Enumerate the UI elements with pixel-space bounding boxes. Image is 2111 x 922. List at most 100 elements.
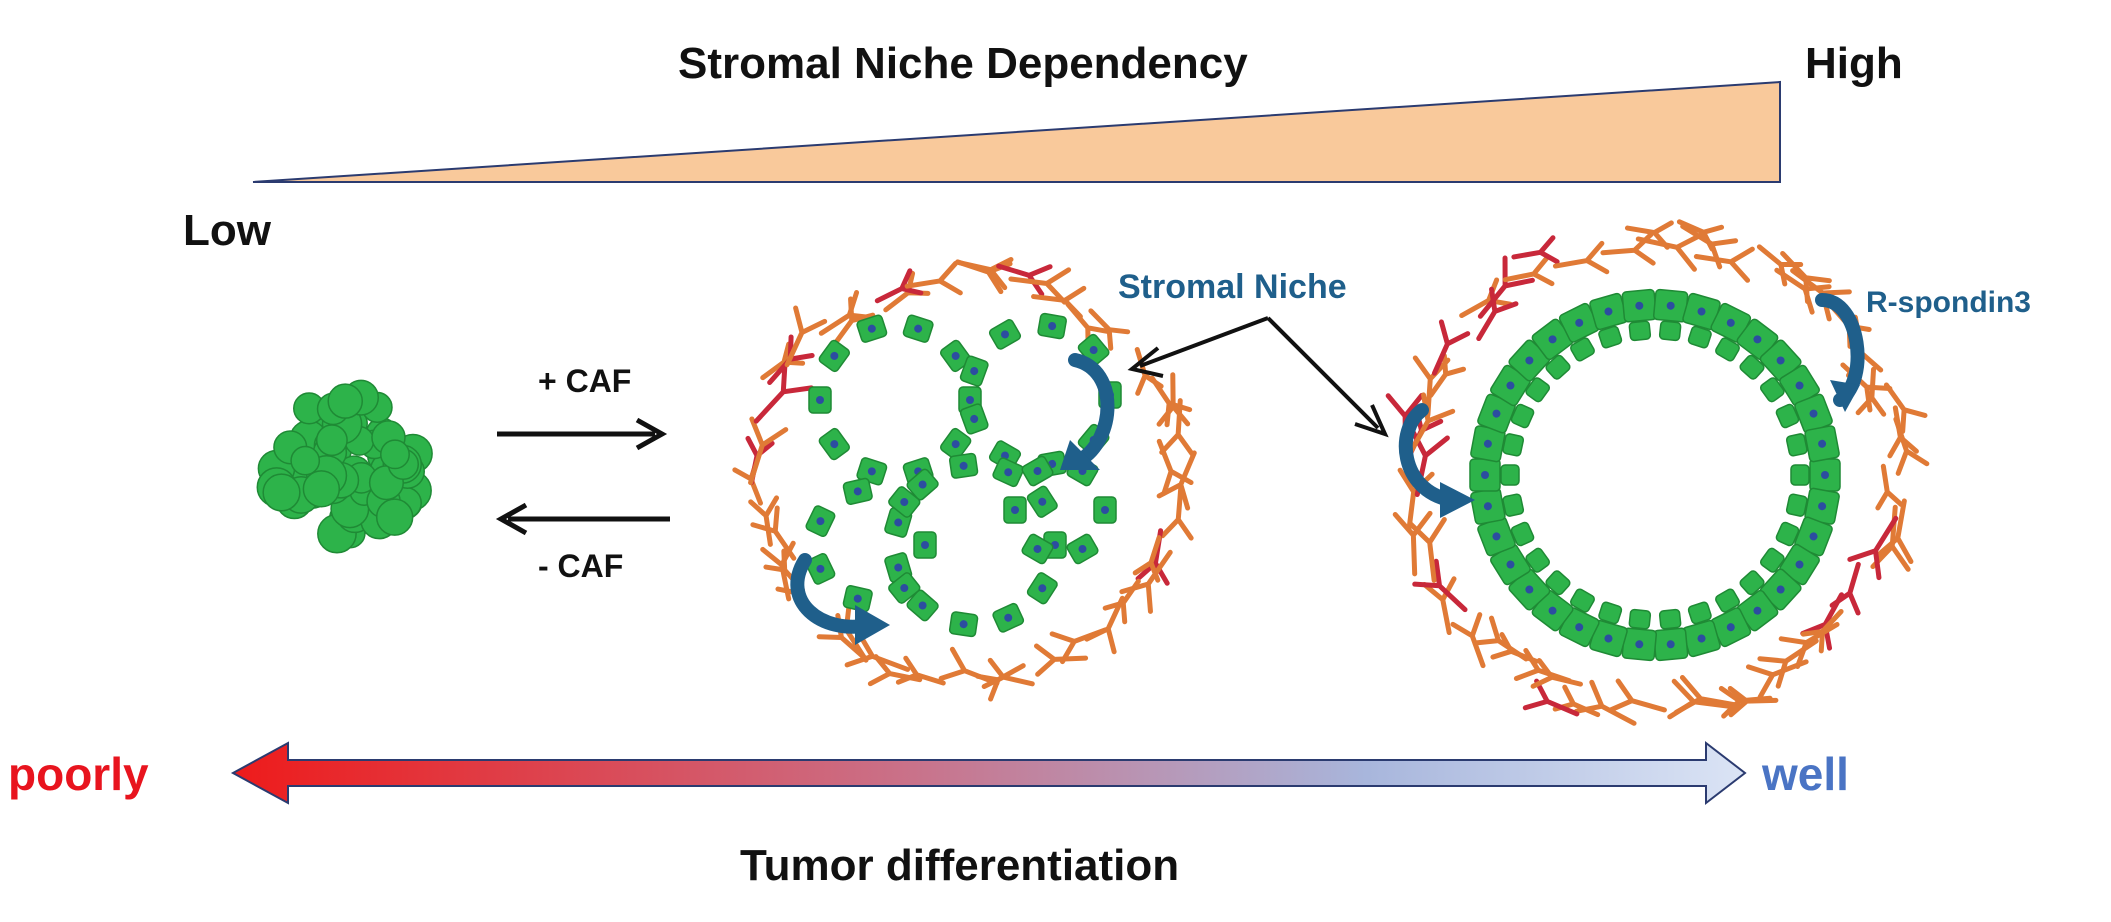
caf-cell-icon (1102, 578, 1141, 625)
epithelial-cell (1739, 570, 1765, 596)
epithelial-cell (1093, 496, 1117, 524)
epithelial-cell (1775, 521, 1800, 547)
caf-cell-icon (1607, 678, 1667, 713)
epithelial-cell (1715, 337, 1740, 362)
epithelial-cell (1687, 325, 1712, 349)
caf-cell-icon (1757, 638, 1819, 689)
epithelial-cell (939, 339, 972, 373)
epithelial-cell (1652, 627, 1689, 662)
epithelial-cell (1021, 533, 1054, 565)
epithelial-cell (1470, 425, 1506, 463)
caf-cell-icon (1693, 246, 1755, 283)
caf-cell-icon (1156, 372, 1191, 427)
epithelial-cell (1779, 364, 1820, 407)
epithelial-cell (1026, 572, 1058, 605)
epithelial-cell (939, 427, 972, 461)
epithelial-cell (906, 589, 939, 622)
caf-cell-icon (1084, 595, 1125, 655)
epithelial-cell (1531, 589, 1574, 632)
caf-cell-icon (996, 263, 1053, 297)
curved-signal-arrow-icon (1068, 353, 1115, 467)
epithelial-cell (1545, 354, 1571, 380)
epithelial-cell (805, 552, 836, 585)
add-caf-label: + CAF (538, 363, 631, 399)
caf-cell-icon (1049, 627, 1108, 665)
caf-cell-icon (1883, 382, 1928, 434)
epithelial-cell (902, 314, 934, 343)
epithelial-cell (948, 452, 979, 479)
caf-cell-icon (784, 305, 828, 368)
epithelial-cell (1598, 601, 1623, 625)
caf-cell-icon (938, 646, 1000, 686)
caf-cell-icon (760, 540, 796, 602)
caf-cell-icon (1476, 286, 1519, 342)
differentiation-arrow (230, 740, 1747, 806)
caf-cell-icon (1502, 255, 1555, 287)
epithelial-cell (1570, 337, 1595, 362)
epithelial-cell (1003, 496, 1027, 524)
epithelial-cell (1066, 533, 1099, 565)
r-spondin-label: R-spondin3 (1866, 286, 2031, 319)
caf-cell-icon (1407, 517, 1447, 583)
epithelial-cell (818, 339, 851, 373)
caf-cell-icon (1511, 235, 1560, 265)
epithelial-cell (1759, 547, 1785, 573)
caf-cell-icon (1680, 223, 1739, 270)
remove-caf-label: - CAF (538, 548, 623, 584)
epithelial-cell (842, 477, 873, 505)
epithelial-cell (1759, 377, 1785, 403)
epithelial-cell (1658, 608, 1682, 630)
stromal-niche-label: Stromal Niche (1118, 268, 1347, 306)
well-label: well (1761, 748, 1849, 800)
epithelial-cell (1545, 570, 1571, 596)
epithelial-cell (948, 611, 979, 638)
epithelial-cell (1790, 464, 1810, 486)
epithelial-cell (988, 319, 1022, 350)
organoid-with-caf-icon (732, 256, 1197, 702)
epithelial-cell (1687, 601, 1712, 625)
caf-cell-icon (1392, 510, 1433, 577)
epithelial-cell (913, 531, 937, 559)
epithelial-cell (888, 572, 921, 604)
caf-cell-icon (1874, 498, 1914, 565)
forward-arrow-icon (497, 417, 668, 451)
epithelial-cell (959, 355, 989, 387)
caf-cell-icon (1156, 438, 1194, 496)
epithelial-cell (906, 468, 939, 501)
epithelial-cell (1558, 302, 1600, 343)
epithelial-cell (818, 427, 851, 461)
differentiation-axis-label: Tumor differentiation (740, 841, 1179, 890)
caf-cell-icon (904, 260, 963, 296)
epithelial-cell (1715, 588, 1740, 613)
epithelial-cell (992, 457, 1025, 488)
caf-cell-icon (1088, 308, 1131, 351)
tumor-cluster-icon (256, 379, 433, 554)
caf-cell-icon (750, 505, 797, 561)
caf-cell-icon (1477, 255, 1535, 319)
caf-cell-icon (1412, 558, 1468, 613)
caf-cell-icon (1431, 319, 1471, 376)
stromal-niche-pointer-icon (1127, 316, 1389, 438)
caf-cell-icon (1745, 659, 1809, 700)
epithelial-cell (1470, 487, 1506, 525)
poorly-label: poorly (8, 748, 149, 800)
epithelial-cell (1739, 354, 1765, 380)
epithelial-cell (1785, 493, 1808, 517)
caf-cell-icon (1450, 612, 1486, 669)
epithelial-cell (808, 386, 832, 414)
caf-cell-icon (1033, 643, 1089, 677)
caf-cell-icon (1875, 463, 1904, 511)
epithelial-cell (1809, 458, 1841, 492)
epithelial-cell (1490, 364, 1531, 407)
epithelial-cell (805, 505, 836, 538)
reverse-arrow-icon (495, 502, 670, 536)
epithelial-cell (1628, 320, 1652, 342)
caf-cell-icon (874, 268, 924, 304)
epithelial-cell (1682, 292, 1721, 331)
epithelial-cell (1785, 433, 1808, 457)
caf-cell-icon (1160, 485, 1194, 541)
diagram-title: Stromal Niche Dependency (678, 39, 1248, 88)
epithelial-cell (1775, 403, 1800, 429)
caf-cell-icon (748, 495, 780, 547)
epithelial-cell (1804, 425, 1840, 463)
